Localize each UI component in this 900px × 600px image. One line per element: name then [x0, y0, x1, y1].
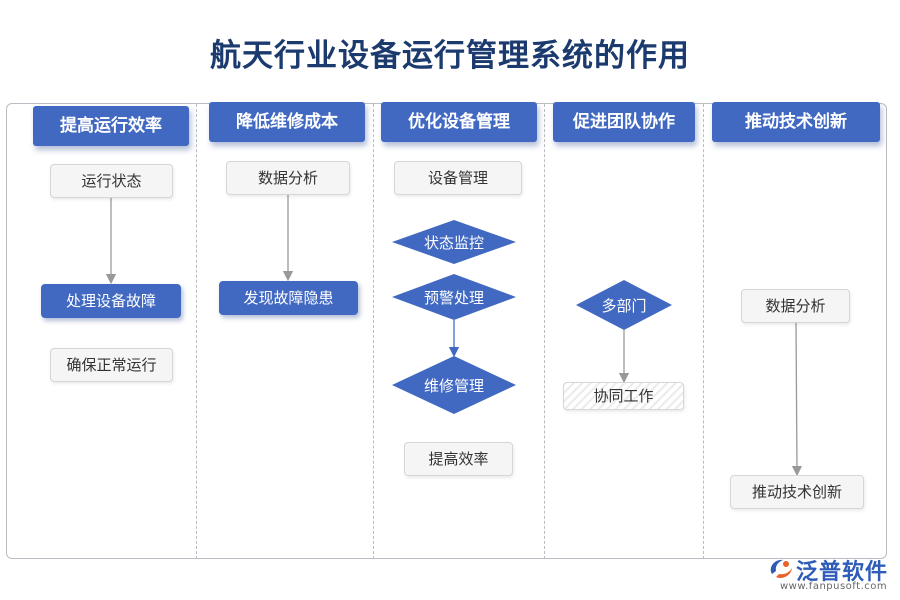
node-tech-innovation: 推动技术创新: [730, 475, 864, 509]
lane-divider: [196, 104, 197, 559]
lane-header-cost: 降低维修成本: [209, 102, 365, 142]
node-find-hazard: 发现故障隐患: [219, 281, 358, 315]
lane-header-innovation: 推动技术创新: [712, 102, 880, 142]
logo-url: www.fanpusoft.com: [780, 581, 888, 592]
lane-divider: [544, 104, 545, 559]
node-data-analysis: 数据分析: [226, 161, 350, 195]
node-running-status: 运行状态: [50, 164, 173, 198]
decision-label: 状态监控: [423, 233, 484, 252]
brand-logo: 泛普软件 www.fanpusoft.com: [766, 556, 896, 596]
arrow-data-to-innovation: [791, 321, 803, 477]
lane-header-management: 优化设备管理: [381, 102, 537, 142]
decision-status-monitor: 状态监控: [391, 219, 517, 265]
node-device-management: 设备管理: [394, 161, 522, 195]
node-data-analysis-2: 数据分析: [741, 289, 850, 323]
diagram-title: 航天行业设备运行管理系统的作用: [210, 38, 690, 74]
decision-repair-management: 维修管理: [391, 355, 517, 415]
logo-name: 泛普软件: [796, 560, 889, 585]
decision-label: 多部门: [601, 296, 647, 315]
lane-divider: [703, 104, 704, 559]
node-ensure-normal: 确保正常运行: [50, 348, 173, 382]
lane-header-efficiency: 提高运行效率: [33, 106, 189, 146]
lane-header-teamwork: 促进团队协作: [553, 102, 695, 142]
decision-label: 预警处理: [423, 288, 484, 307]
decision-warning: 预警处理: [391, 273, 517, 321]
node-improve-efficiency: 提高效率: [404, 442, 513, 476]
lane-divider: [373, 104, 374, 559]
node-handle-fault: 处理设备故障: [41, 284, 181, 318]
node-collaboration: 协同工作: [563, 382, 684, 410]
fanpu-logo-icon: [770, 559, 792, 578]
decision-multi-department: 多部门: [575, 279, 673, 331]
decision-label: 维修管理: [423, 376, 484, 395]
